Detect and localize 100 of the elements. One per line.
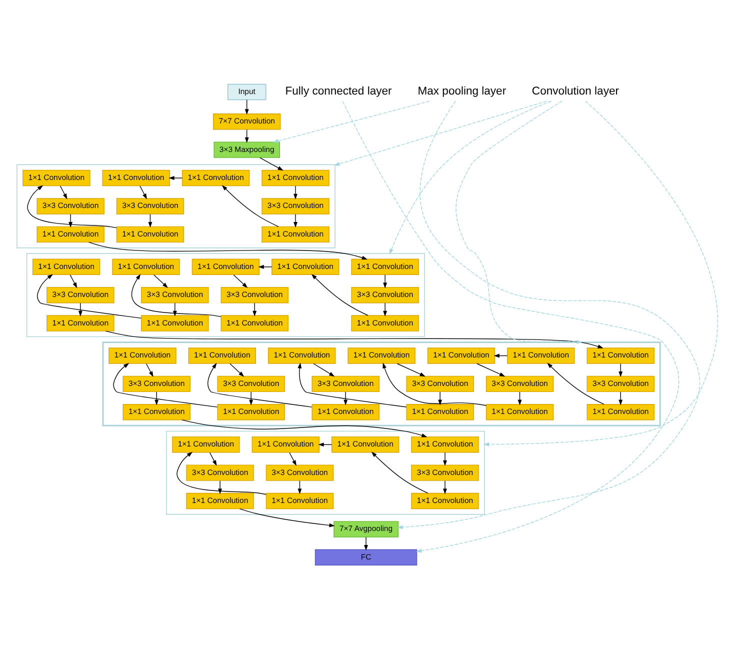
- arrow: [364, 536, 368, 551]
- node-text: Convolution layer: [532, 86, 619, 98]
- node-box: 1×1 Convolution: [266, 492, 334, 510]
- arrow: [113, 363, 218, 408]
- node-box: FC: [314, 549, 418, 566]
- node-box: 1×1 Convolution: [116, 226, 184, 243]
- arrow: [176, 452, 267, 495]
- arrow: [239, 508, 335, 528]
- node-box: 1×1 Convolution: [102, 170, 170, 186]
- node-text: Fully connected layer: [285, 86, 392, 98]
- arrow: [230, 363, 244, 377]
- node-box: 1×1 Convolution: [486, 404, 554, 420]
- arrow: [131, 274, 222, 318]
- arrow: [318, 442, 332, 447]
- node-box: 1×1 Convolution: [411, 492, 479, 510]
- arrow: [154, 392, 159, 406]
- node-box: 3×3 Convolution: [36, 198, 104, 214]
- node-box: 1×1 Convolution: [312, 404, 380, 420]
- node-box: 3×3 Convolution: [351, 286, 419, 304]
- arrow: [222, 185, 279, 227]
- node-box: 3×3 Convolution: [46, 286, 114, 304]
- node-box: 3×3 Convolution: [122, 376, 190, 392]
- arrow: [260, 157, 284, 171]
- node-box: 1×1 Convolution: [192, 258, 260, 275]
- arrow: [382, 362, 487, 406]
- cluster: [166, 430, 485, 515]
- arrow: [27, 185, 118, 228]
- node-box: 1×1 Convolution: [351, 315, 419, 332]
- arrow: [68, 214, 73, 228]
- node-box: 3×3 Convolution: [217, 376, 285, 392]
- node-box: 3×3 Convolution: [312, 376, 380, 392]
- node-box: 1×1 Convolution: [586, 348, 654, 364]
- node-box: 1×1 Convolution: [217, 404, 285, 420]
- arrow: [182, 420, 428, 438]
- arrow: [294, 214, 298, 228]
- node-box: 1×1 Convolution: [188, 348, 256, 364]
- node-box: 1×1 Convolution: [172, 436, 240, 453]
- node-box: 3×3 Convolution: [406, 376, 474, 392]
- arrow: [313, 363, 335, 377]
- node-box: 1×1 Convolution: [186, 492, 254, 510]
- arrow: [443, 452, 447, 466]
- arrow: [383, 302, 388, 317]
- node-box: 1×1 Convolution: [262, 226, 330, 243]
- arrow: [456, 100, 582, 344]
- node-box: 1×1 Convolution: [252, 436, 320, 453]
- node-box: 1×1 Convolution: [36, 226, 104, 243]
- node-box: 1×1 Convolution: [220, 315, 288, 332]
- arrow: [252, 302, 257, 317]
- arrow: [289, 452, 296, 466]
- node-box: 1×1 Convolution: [262, 170, 330, 186]
- node-box: 1×1 Convolution: [348, 348, 416, 364]
- node-box: 1×1 Convolution: [268, 348, 336, 364]
- node-box: 1×1 Convolution: [507, 348, 575, 364]
- node-box: 1×1 Convolution: [32, 258, 100, 275]
- arrow: [443, 480, 447, 494]
- node-box: 1×1 Convolution: [108, 348, 176, 364]
- arrow: [233, 274, 248, 288]
- arrow: [70, 274, 78, 288]
- node-box: 3×3 Convolution: [186, 464, 254, 481]
- node-box: 3×3 Convolution: [116, 198, 184, 214]
- node-box: 1×1 Convolution: [331, 436, 400, 453]
- node-box: 1×1 Convolution: [406, 404, 474, 420]
- arrow: [140, 186, 147, 200]
- node-box: 1×1 Convolution: [182, 170, 250, 186]
- arrow: [396, 363, 426, 377]
- node-box: 3×3 Convolution: [411, 464, 479, 481]
- node-text: Max pooling layer: [418, 86, 506, 98]
- arrow: [37, 274, 142, 319]
- node-box: 1×1 Convolution: [22, 170, 90, 186]
- arrow: [618, 363, 623, 378]
- node-box: 1×1 Convolution: [122, 404, 190, 420]
- arrow: [389, 100, 552, 254]
- arrow: [311, 274, 368, 316]
- arrow: [172, 302, 177, 317]
- node-box: 3×3 Convolution: [262, 198, 330, 214]
- node-box: 1×1 Convolution: [427, 348, 496, 364]
- arrow: [298, 362, 407, 408]
- node-box: 1×1 Convolution: [351, 258, 419, 275]
- node-box: 3×3 Convolution: [586, 376, 654, 392]
- node-box: 3×3 Convolution: [141, 286, 209, 304]
- node-box: 7×7 Convolution: [213, 114, 281, 130]
- arrow: [438, 392, 442, 406]
- node-box: 7×7 Avgpooling: [334, 521, 398, 538]
- arrow: [294, 186, 298, 200]
- cluster: [102, 342, 661, 426]
- node-box: 1×1 Convolution: [141, 315, 209, 332]
- arrow: [342, 101, 680, 553]
- arrow: [334, 100, 548, 166]
- node-box: 1×1 Convolution: [272, 258, 340, 275]
- arrow: [60, 186, 68, 200]
- arrow: [154, 274, 168, 288]
- node-box: 3×3 Convolution: [220, 286, 288, 304]
- cluster: [26, 253, 425, 338]
- arrow: [244, 99, 249, 115]
- node-box: 3×3 Convolution: [266, 464, 334, 481]
- arrow: [88, 242, 368, 260]
- arrow: [78, 302, 82, 317]
- arrow: [146, 363, 154, 378]
- arrow: [218, 480, 222, 494]
- arrow: [249, 392, 254, 406]
